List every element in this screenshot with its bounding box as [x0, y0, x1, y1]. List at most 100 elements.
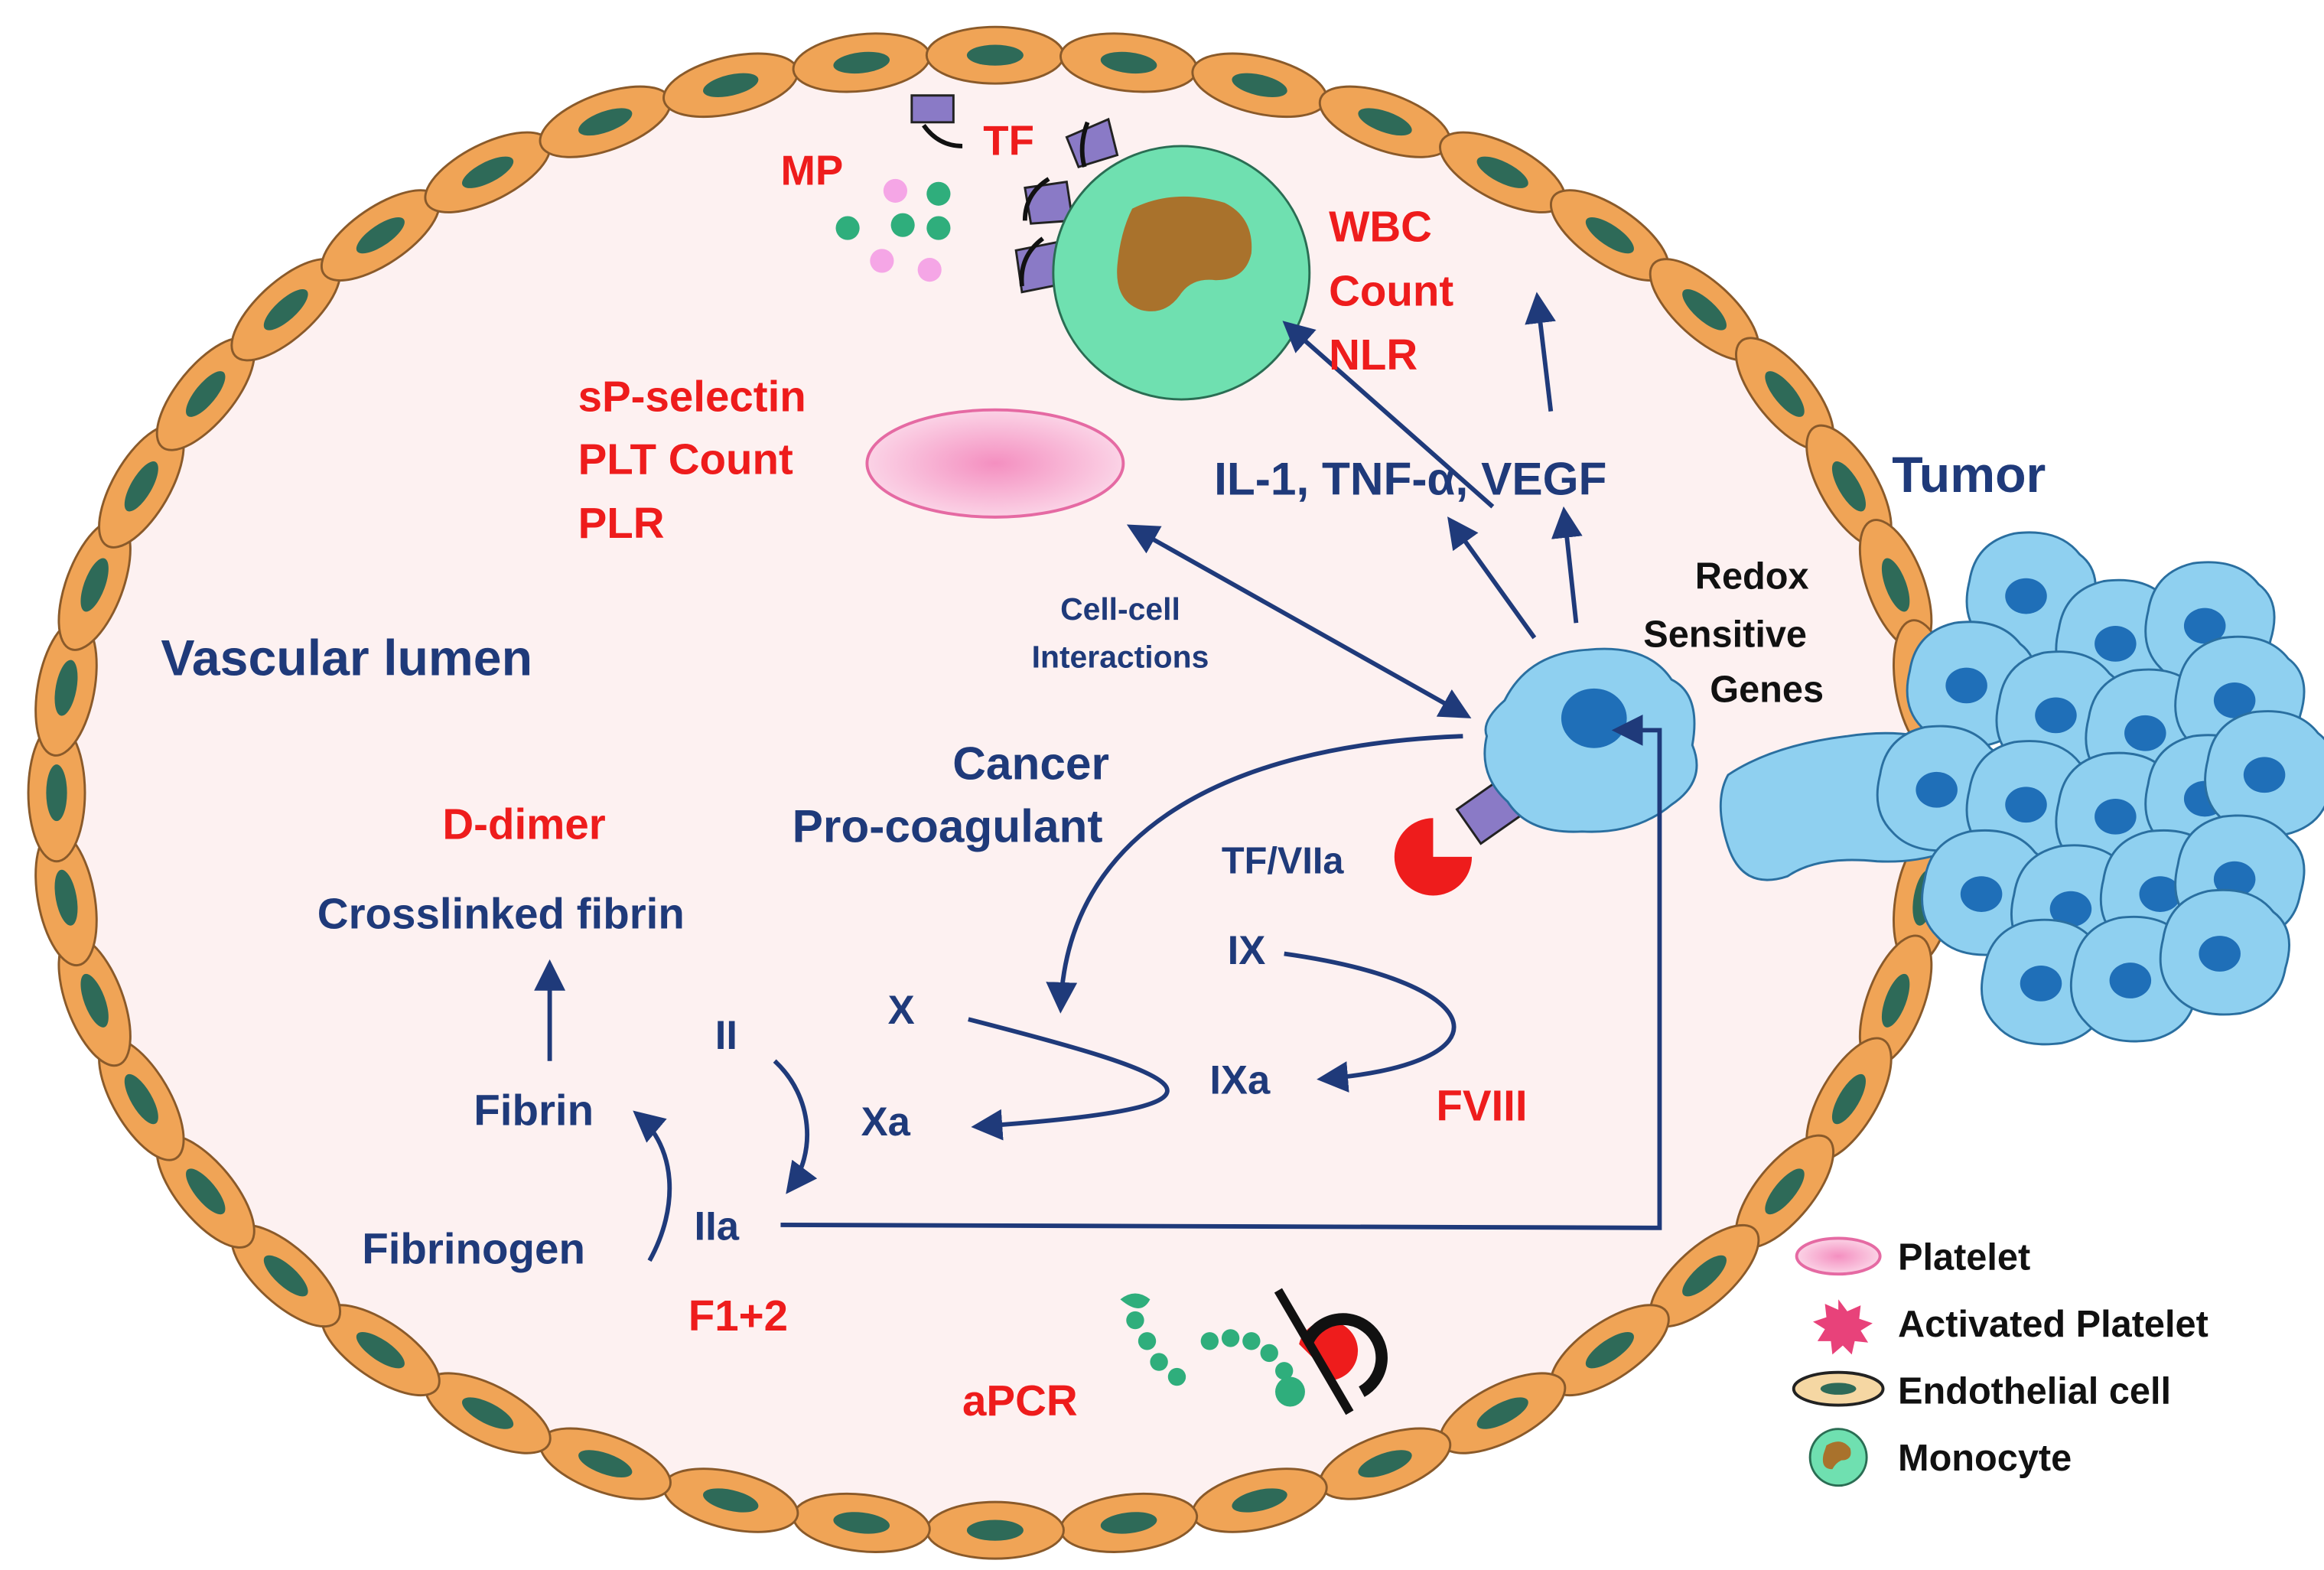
endothelial-nucleus [578, 1450, 633, 1477]
endothelial-cell [662, 52, 799, 119]
cytokines-label: IL-1, TNF-α, VEGF [1214, 453, 1606, 505]
tumor-cell-in-lumen [1394, 647, 1698, 896]
diagram-labels: Vascular lumen Tumor Redox Sensitive Gen… [161, 118, 2046, 1425]
endothelial-cell [98, 1037, 185, 1161]
endothelial-nucleus [80, 973, 109, 1028]
legend-endothelial-cell-label: Endothelial cell [1898, 1371, 2171, 1412]
endothelial-cell [1191, 52, 1328, 119]
platelet-biomarker: sP-selectin [578, 373, 806, 421]
monocyte [910, 94, 1311, 401]
arrow-to-wbc [1525, 292, 1556, 412]
d-dimer-biomarker: D-dimer [442, 800, 605, 849]
pathway-arrows [534, 292, 1662, 1262]
crosslinked-fibrin-label: Crosslinked fibrin [317, 889, 685, 937]
wbc-biomarker: WBC [1329, 203, 1432, 251]
wbc-biomarker: NLR [1329, 331, 1418, 379]
feedback-iia-to-tumor [780, 714, 1662, 1230]
endothelial-cell [539, 85, 672, 158]
vascular-lumen-label: Vascular lumen [161, 630, 532, 686]
endothelial-nucleus [1358, 108, 1412, 136]
endothelial-nucleus [1476, 1397, 1528, 1429]
arrow-tumor-to-vegf [1551, 506, 1583, 624]
endothelial-nucleus [1232, 1488, 1287, 1513]
endothelial-nucleus [1831, 1073, 1866, 1125]
endothelial-cell [1549, 1304, 1670, 1397]
thrombin-label: IIa [695, 1204, 740, 1249]
microparticles [835, 178, 951, 282]
tumor-cell-cluster [1719, 531, 2324, 1046]
arrow-to-monocyte [1282, 321, 1495, 509]
endothelial-lining [27, 25, 1964, 1560]
endothelial-nucleus [1881, 558, 1910, 612]
endothelial-cell [34, 619, 98, 757]
endothelial-nucleus [1585, 217, 1634, 254]
endothelial-cell [1439, 131, 1567, 213]
endothelial-nucleus [966, 44, 1024, 66]
endothelial-nucleus [833, 51, 890, 74]
endothelial-nucleus [124, 1073, 158, 1125]
endothelial-nucleus [703, 1488, 759, 1513]
apcr-biomarker: aPCR [962, 1376, 1078, 1425]
tf-viia-label: TF/VIIa [1222, 840, 1344, 881]
platelet-icon [1795, 1236, 1882, 1276]
endothelial-nucleus [263, 288, 308, 331]
endothelial-nucleus [124, 461, 158, 512]
cell-cell-interactions-label: Cell-cell [1060, 591, 1180, 627]
tf-viia-complex [1394, 818, 1473, 896]
endothelial-nucleus [46, 764, 67, 822]
tf-biomarker: TF [983, 118, 1034, 164]
endothelial-cell [662, 1467, 799, 1533]
legend: Platelet Activated Platelet Endothelial … [1792, 1236, 2208, 1487]
endothelial-cell [925, 1500, 1065, 1560]
endothelial-cell [1735, 1134, 1835, 1249]
endothelial-nucleus [186, 1168, 226, 1215]
f12-biomarker: F1+2 [688, 1292, 788, 1340]
endothelial-cell [98, 424, 185, 549]
fibrin-label: Fibrin [474, 1086, 594, 1134]
arrow-cell-cell-interactions [1126, 524, 1472, 718]
endothelial-cell [925, 25, 1065, 85]
arrow-ii-to-iia [773, 1059, 818, 1194]
endothelial-nucleus [578, 108, 633, 136]
endothelial-cell-icon [1792, 1370, 1885, 1407]
mp-biomarker: MP [780, 148, 843, 194]
endothelial-nucleus [1831, 461, 1866, 512]
redox-label: Redox [1695, 555, 1809, 597]
endothelial-nucleus [461, 156, 514, 188]
endothelial-nucleus [1765, 1168, 1805, 1215]
arrow-cancer-procoagulant [1046, 734, 1463, 1014]
monocyte-nucleus [1117, 196, 1252, 311]
activated-platelet-icon [1813, 1299, 1873, 1355]
endothelial-nucleus [1476, 156, 1528, 188]
cancer-procoagulant-label: Cancer [952, 738, 1109, 790]
wbc-biomarker: Count [1329, 266, 1453, 314]
endothelial-nucleus [966, 1520, 1024, 1541]
apcr-protein-c-complex [1120, 1288, 1388, 1415]
endothelial-nucleus [833, 1512, 890, 1534]
fviii-biomarker: FVIII [1436, 1082, 1527, 1130]
endothelial-nucleus [1100, 1512, 1157, 1534]
endothelial-nucleus [1100, 51, 1157, 74]
endothelial-cell [320, 1304, 441, 1397]
tumor-cell-nucleus [1561, 688, 1627, 748]
prothrombin-label: II [715, 1013, 737, 1058]
legend-activated-platelet-label: Activated Platelet [1898, 1304, 2208, 1345]
endothelial-nucleus [461, 1397, 514, 1429]
monocyte-icon [1808, 1428, 1868, 1487]
factor-xa-label: Xa [861, 1099, 911, 1145]
arrow-ix-to-ixa [1284, 951, 1457, 1093]
platelet [865, 408, 1125, 519]
tf-receptor [910, 94, 955, 124]
endothelial-nucleus [703, 73, 759, 97]
endothelial-nucleus [1585, 1332, 1634, 1369]
redox-label: Sensitive [1643, 614, 1807, 655]
tf-receptor [1065, 117, 1119, 169]
tumor-cell [2159, 888, 2290, 1016]
endothelial-nucleus [263, 1255, 308, 1297]
fibrinogen-label: Fibrinogen [362, 1225, 585, 1273]
endothelial-cell [1805, 1037, 1893, 1161]
endothelial-nucleus [186, 371, 226, 417]
endothelial-nucleus [1881, 973, 1910, 1028]
endothelial-nucleus [1232, 73, 1287, 97]
endothelial-nucleus [356, 217, 405, 254]
